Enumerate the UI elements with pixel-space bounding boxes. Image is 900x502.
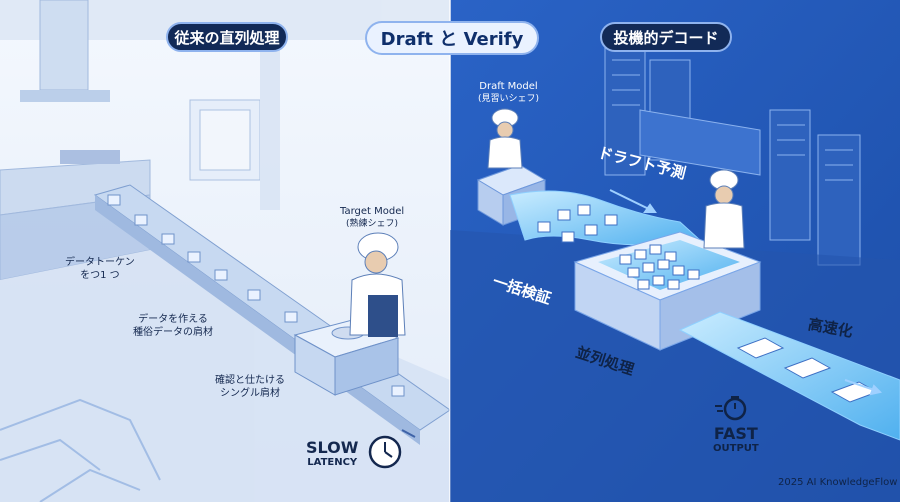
confirm-line2: シングル肩材 <box>220 388 280 399</box>
left-title-pill: 従来の直列処理 <box>166 22 288 52</box>
ingredients-line2: 種俗データの肩材 <box>133 327 213 338</box>
output-flow <box>678 311 900 441</box>
draft-model-sub: (見習いシェフ) <box>478 94 540 104</box>
fast-text: FAST <box>713 424 758 443</box>
stopwatch-icon <box>715 396 747 421</box>
center-title: Draft と Verify <box>380 29 524 50</box>
target-model-name: Target Model <box>340 206 405 217</box>
draft-model-label: Draft Model (見習いシェフ) <box>478 80 539 106</box>
credit: 2025 AI KnowledgeFlow <box>778 477 898 488</box>
token-label-line1: データトーケン <box>65 257 135 268</box>
output-text: OUTPUT <box>713 443 759 454</box>
ingredients-label: データを作える 種俗データの肩材 <box>133 313 213 339</box>
server-racks <box>604 44 861 266</box>
right-title: 投機的デコード <box>613 28 719 47</box>
left-title: 従来の直列処理 <box>174 28 280 47</box>
target-model-label: Target Model (熟練シェフ) <box>340 205 404 231</box>
token-label-line2: をつ1 つ <box>80 270 120 281</box>
target-chef <box>349 232 406 337</box>
target-model-sub: (熟練シェフ) <box>346 219 399 229</box>
draft-model-name: Draft Model <box>479 81 538 92</box>
latency-text: LATENCY <box>307 457 358 468</box>
left-kitchen <box>0 0 450 502</box>
right-title-pill: 投機的デコード <box>600 22 732 52</box>
confirm-line1: 確認と仕たける <box>215 375 285 386</box>
flow-arrows <box>609 189 882 396</box>
center-title-pill: Draft と Verify <box>365 21 539 55</box>
ingredients-line1: データを作える <box>138 314 208 325</box>
token-label: データトーケン をつ1 つ <box>65 256 135 282</box>
fast-output: FAST OUTPUT <box>713 424 759 454</box>
confirm-label: 確認と仕たける シングル肩材 <box>215 374 285 400</box>
slow-latency: SLOW LATENCY <box>306 438 358 468</box>
slow-text: SLOW <box>306 438 359 457</box>
verify-chef <box>703 169 745 249</box>
clock-icon <box>368 435 402 469</box>
draft-chef <box>487 108 523 169</box>
